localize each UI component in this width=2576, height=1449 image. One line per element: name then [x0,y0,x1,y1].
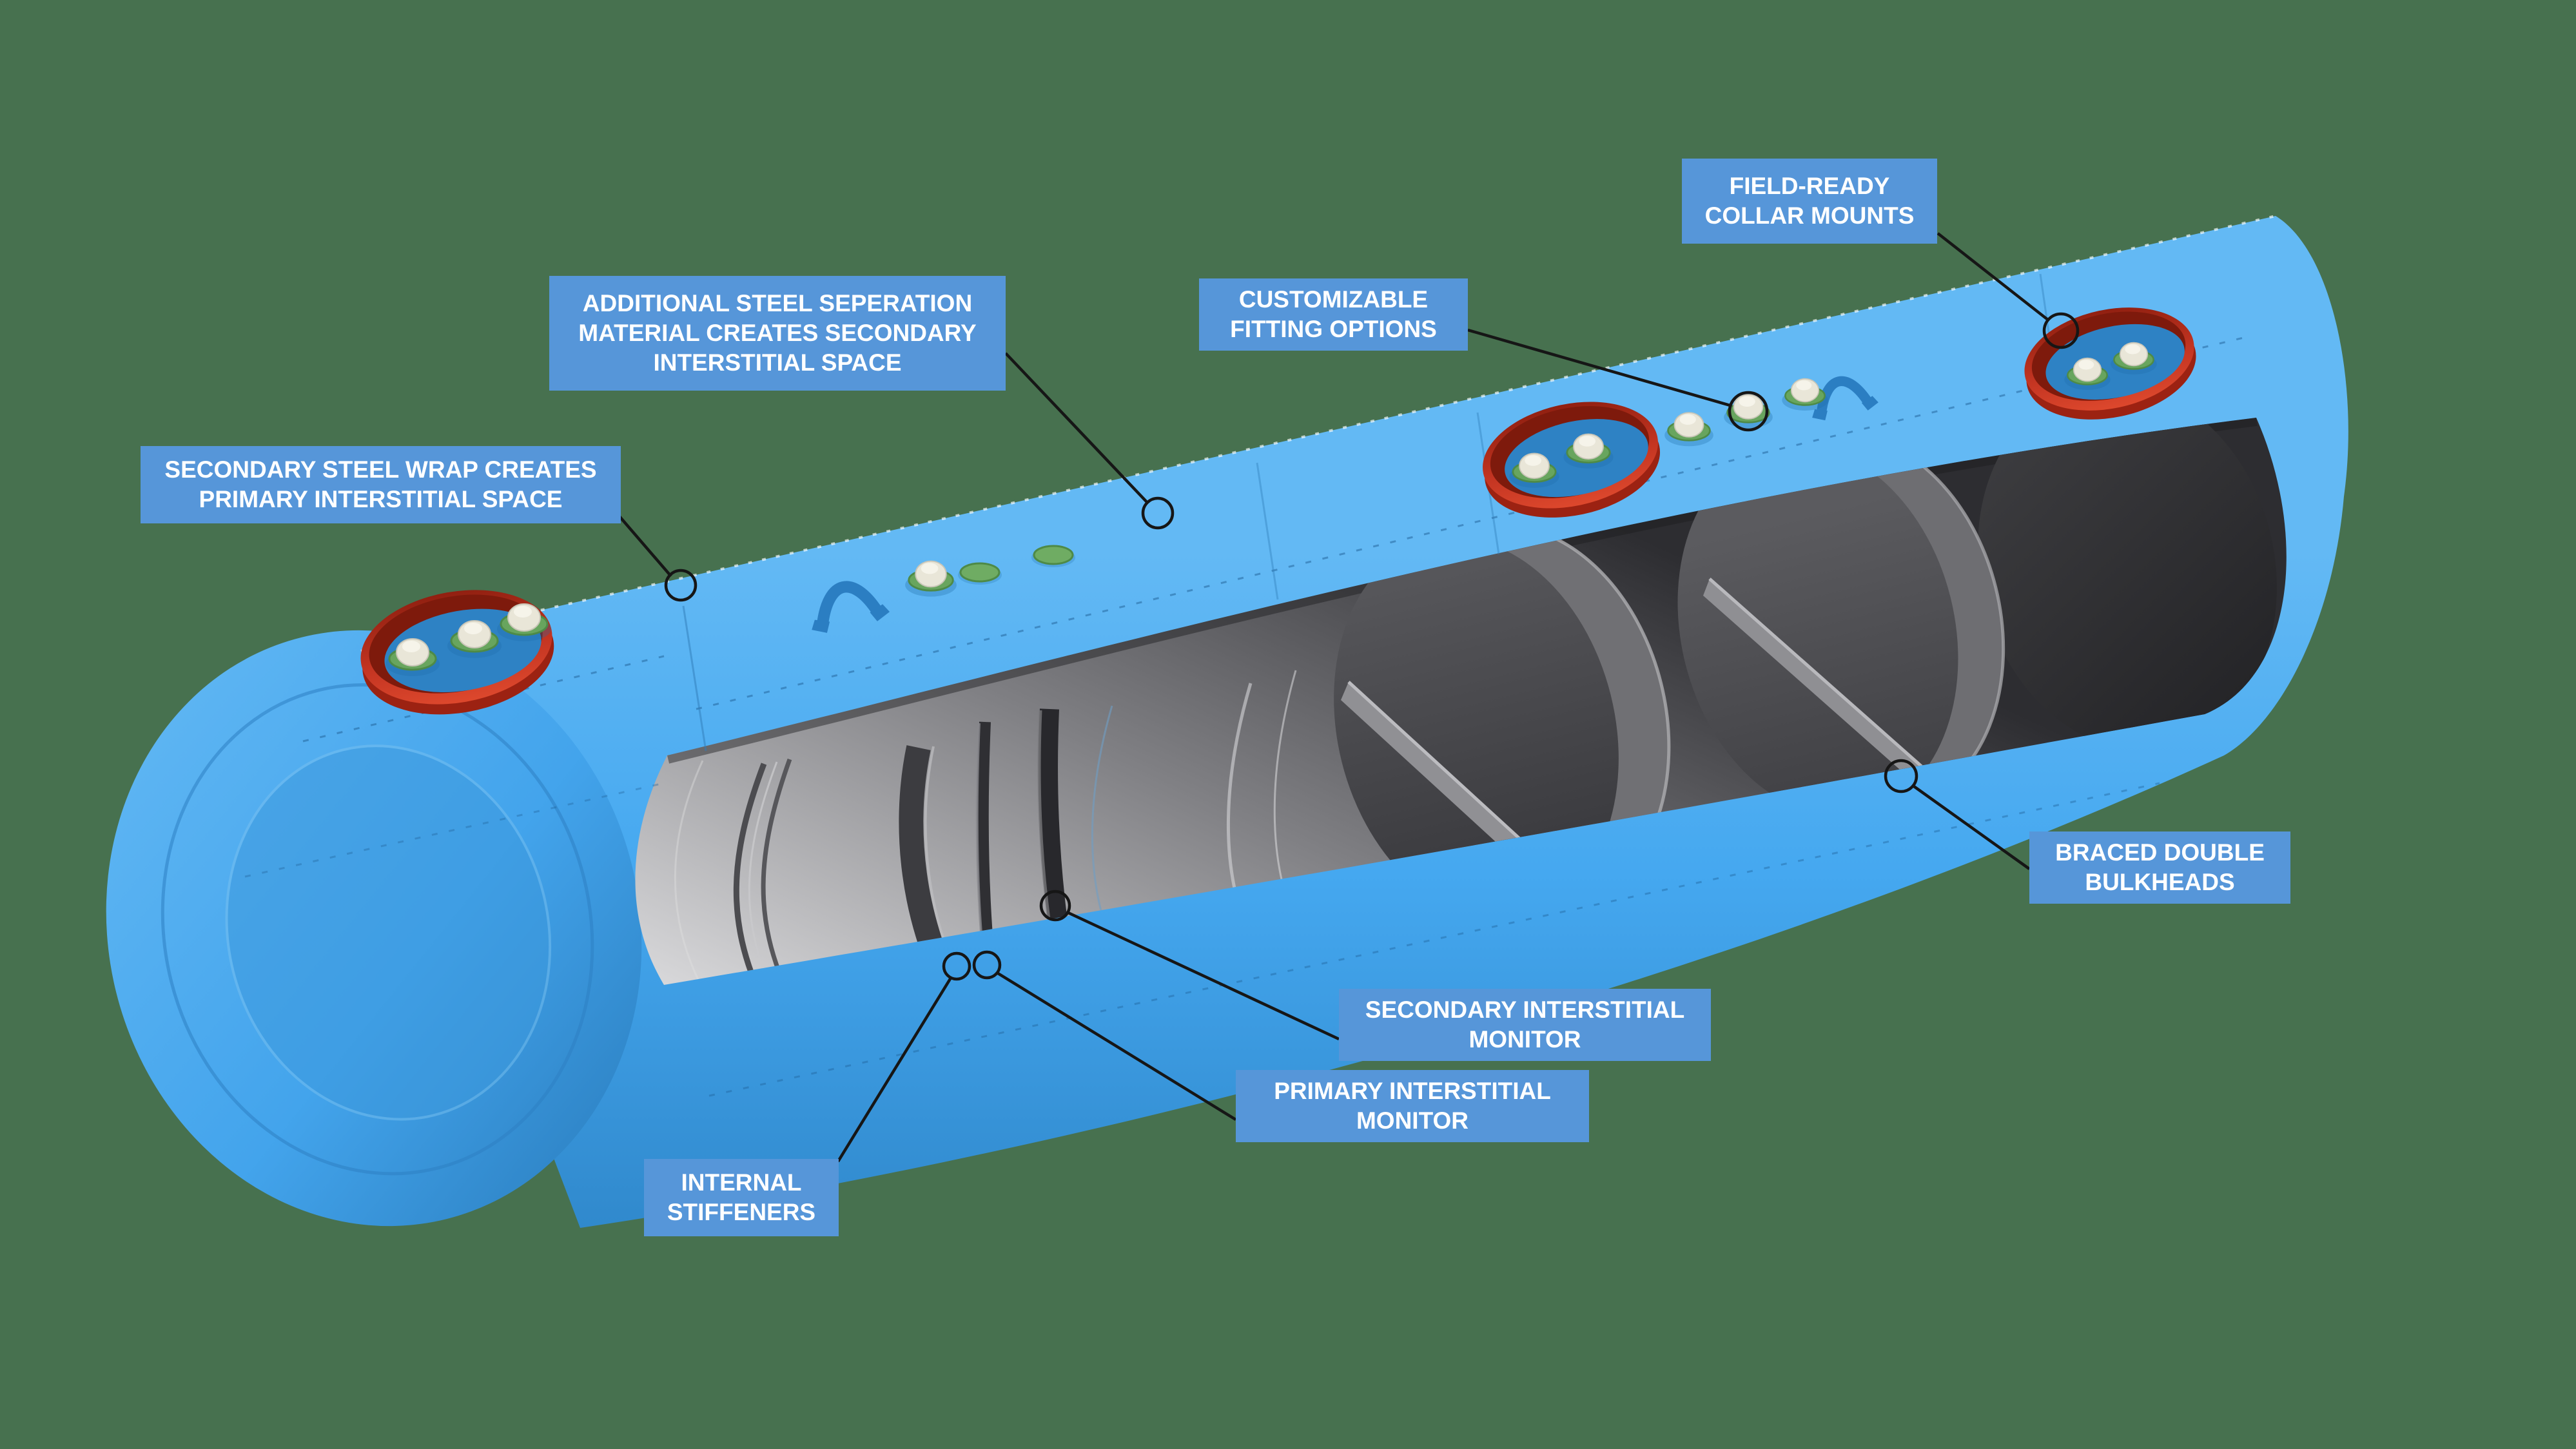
leader-endpoint [1039,890,1071,922]
callout-customizable-fitting-options: CUSTOMIZABLE FITTING OPTIONS [1199,278,1468,351]
leader-endpoint [2042,312,2080,349]
leader-secondary-monitor [1068,911,1340,1041]
callout-internal-stiffeners: INTERNAL STIFFENERS [644,1159,839,1236]
leader-lines [618,232,2080,1163]
leader-secondary-wrap [618,514,672,578]
leader-customizable [1467,328,1731,407]
callout-field-ready-collar-mounts: FIELD-READY COLLAR MOUNTS [1682,159,1937,244]
leader-field-ready [1937,232,2050,322]
callout-secondary-steel-wrap: SECONDARY STEEL WRAP CREATES PRIMARY INT… [141,446,621,523]
leader-additional [1004,352,1149,505]
leader-endpoint [942,951,971,981]
bulkhead-rear [1677,433,2005,816]
leader-primary-monitor [997,972,1237,1121]
leader-endpoint [972,950,1002,980]
callout-primary-interstitial-monitor: PRIMARY INTERSTITIAL MONITOR [1236,1070,1589,1142]
leader-endpoint [1141,496,1175,530]
far-end-cap [1978,418,2277,751]
leader-internal-stiffeners [837,977,952,1163]
callout-additional-steel-seperation: ADDITIONAL STEEL SEPERATION MATERIAL CRE… [549,276,1006,391]
tank-body [106,215,2348,1228]
tank-left-cap [106,630,642,1227]
leader-endpoint [1884,759,1918,793]
bulkhead-brace [1703,579,1956,813]
leader-braced [1913,785,2031,870]
leader-endpoint [664,569,698,602]
shell-seams [244,215,2276,1097]
callout-braced-double-bulkheads: BRACED DOUBLE BULKHEADS [2029,831,2290,904]
callout-secondary-interstitial-monitor: SECONDARY INTERSTITIAL MONITOR [1339,989,1711,1061]
leader-endpoint [1728,391,1769,432]
